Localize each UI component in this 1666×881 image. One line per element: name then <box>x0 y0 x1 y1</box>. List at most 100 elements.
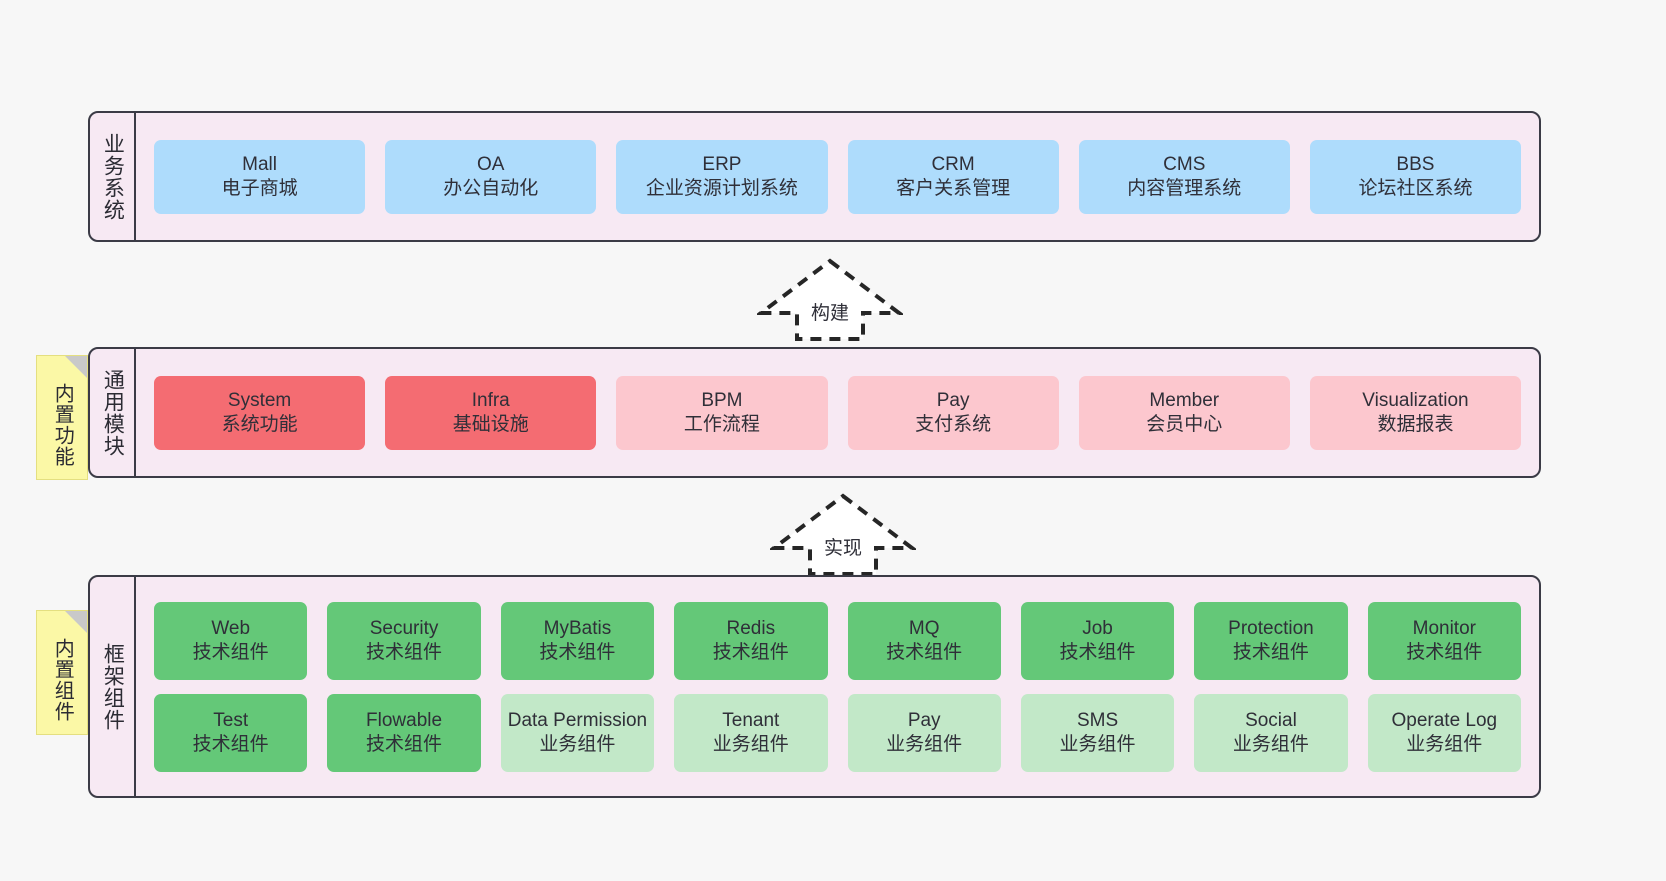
node-mq[interactable]: MQ 技术组件 <box>847 601 1001 680</box>
node-web[interactable]: Web 技术组件 <box>154 601 308 680</box>
node-pay-module-cn: 支付系统 <box>915 413 992 435</box>
node-tenant[interactable]: Tenant 业务组件 <box>674 693 828 772</box>
node-social-cn: 业务组件 <box>1232 733 1309 755</box>
node-erp-en: ERP <box>702 154 742 176</box>
layer-title-business-system: 业务系统 <box>90 113 136 240</box>
node-operate-log-cn: 业务组件 <box>1406 733 1483 755</box>
node-bbs-en: BBS <box>1396 154 1435 176</box>
node-bbs-cn: 论坛社区系统 <box>1358 177 1473 199</box>
sticky-note-built-in-features-label: 内置功能 <box>51 382 74 467</box>
node-system-cn: 系统功能 <box>221 413 298 435</box>
node-monitor[interactable]: Monitor 技术组件 <box>1367 601 1521 680</box>
node-bpm-cn: 工作流程 <box>683 413 760 435</box>
node-web-cn: 技术组件 <box>192 641 269 663</box>
node-pay-component[interactable]: Pay 业务组件 <box>847 693 1001 772</box>
node-pay-component-en: Pay <box>907 710 941 732</box>
node-member-cn: 会员中心 <box>1146 413 1223 435</box>
node-redis[interactable]: Redis 技术组件 <box>674 601 828 680</box>
node-bbs[interactable]: BBS 论坛社区系统 <box>1309 139 1522 214</box>
node-system[interactable]: System 系统功能 <box>154 375 366 450</box>
node-security-en: Security <box>369 618 439 640</box>
layer-body-common-module: System 系统功能 Infra 基础设施 BPM 工作流程 Pay 支付系统… <box>136 349 1539 476</box>
layer-business-system: 业务系统 Mall 电子商城 OA 办公自动化 ERP 企业资源计划系统 CRM <box>88 111 1541 242</box>
layer-title-framework-component: 框架组件 <box>90 577 136 796</box>
row-technical-components: Web 技术组件 Security 技术组件 MyBatis 技术组件 Redi… <box>154 601 1521 680</box>
sticky-note-built-in-components-label: 内置组件 <box>51 637 74 722</box>
node-visualization-en: Visualization <box>1362 390 1469 412</box>
node-job-en: Job <box>1082 618 1113 640</box>
node-redis-en: Redis <box>726 618 776 640</box>
node-monitor-en: Monitor <box>1412 618 1476 640</box>
node-mall-en: Mall <box>242 154 277 176</box>
node-flowable-en: Flowable <box>366 710 443 732</box>
layer-common-module: 通用模块 System 系统功能 Infra 基础设施 BPM 工作流程 Pay <box>88 347 1541 478</box>
connector-implement: 实现 <box>768 492 918 578</box>
node-sms-cn: 业务组件 <box>1059 733 1136 755</box>
node-tenant-cn: 业务组件 <box>712 733 789 755</box>
node-crm-en: CRM <box>931 154 975 176</box>
node-pay-module[interactable]: Pay 支付系统 <box>847 375 1059 450</box>
node-visualization-cn: 数据报表 <box>1377 413 1454 435</box>
node-cms-cn: 内容管理系统 <box>1127 177 1242 199</box>
node-operate-log[interactable]: Operate Log 业务组件 <box>1367 693 1521 772</box>
node-social[interactable]: Social 业务组件 <box>1194 693 1348 772</box>
layer-body-framework-component: Web 技术组件 Security 技术组件 MyBatis 技术组件 Redi… <box>136 577 1539 796</box>
node-mybatis-cn: 技术组件 <box>539 641 616 663</box>
node-crm-cn: 客户关系管理 <box>896 177 1011 199</box>
node-visualization[interactable]: Visualization 数据报表 <box>1309 375 1522 450</box>
node-protection[interactable]: Protection 技术组件 <box>1194 601 1348 680</box>
node-test[interactable]: Test 技术组件 <box>154 693 308 772</box>
connector-build-arrow-icon <box>755 258 905 341</box>
node-infra-cn: 基础设施 <box>452 413 529 435</box>
node-mall[interactable]: Mall 电子商城 <box>154 139 366 214</box>
node-cms-en: CMS <box>1163 154 1206 176</box>
node-flowable-cn: 技术组件 <box>366 733 443 755</box>
node-cms[interactable]: CMS 内容管理系统 <box>1078 139 1290 214</box>
connector-implement-arrow-icon <box>768 493 918 576</box>
sticky-note-built-in-components: 内置组件 <box>36 610 88 735</box>
node-protection-en: Protection <box>1228 618 1314 640</box>
row-business-systems: Mall 电子商城 OA 办公自动化 ERP 企业资源计划系统 CRM 客户关系… <box>154 139 1522 214</box>
node-security-cn: 技术组件 <box>366 641 443 663</box>
node-test-en: Test <box>213 710 249 732</box>
node-pay-module-en: Pay <box>936 390 970 412</box>
node-member-en: Member <box>1149 390 1220 412</box>
node-bpm[interactable]: BPM 工作流程 <box>616 375 828 450</box>
node-tenant-en: Tenant <box>722 710 780 732</box>
node-social-en: Social <box>1245 710 1297 732</box>
node-erp-cn: 企业资源计划系统 <box>645 177 798 199</box>
node-flowable[interactable]: Flowable 技术组件 <box>327 693 481 772</box>
layer-framework-component: 框架组件 Web 技术组件 Security 技术组件 MyBatis 技术组件… <box>88 575 1541 798</box>
node-infra[interactable]: Infra 基础设施 <box>385 375 597 450</box>
sticky-note-built-in-features: 内置功能 <box>36 355 88 480</box>
node-operate-log-en: Operate Log <box>1391 710 1498 732</box>
node-web-en: Web <box>211 618 251 640</box>
node-erp[interactable]: ERP 企业资源计划系统 <box>616 139 828 214</box>
node-pay-component-cn: 业务组件 <box>886 733 963 755</box>
node-system-en: System <box>227 390 292 412</box>
node-bpm-en: BPM <box>701 390 743 412</box>
row-common-modules: System 系统功能 Infra 基础设施 BPM 工作流程 Pay 支付系统… <box>154 375 1522 450</box>
node-job[interactable]: Job 技术组件 <box>1020 601 1175 680</box>
node-oa-cn: 办公自动化 <box>443 177 539 199</box>
connector-build: 构建 <box>755 257 905 343</box>
node-mybatis-en: MyBatis <box>543 618 612 640</box>
node-mybatis[interactable]: MyBatis 技术组件 <box>500 601 655 680</box>
node-data-permission-cn: 业务组件 <box>539 733 616 755</box>
node-job-cn: 技术组件 <box>1059 641 1136 663</box>
node-sms[interactable]: SMS 业务组件 <box>1020 693 1175 772</box>
node-redis-cn: 技术组件 <box>712 641 789 663</box>
node-security[interactable]: Security 技术组件 <box>327 601 481 680</box>
node-member[interactable]: Member 会员中心 <box>1078 375 1290 450</box>
node-mall-cn: 电子商城 <box>221 177 298 199</box>
row-business-components: Test 技术组件 Flowable 技术组件 Data Permission … <box>154 693 1521 772</box>
node-mq-cn: 技术组件 <box>886 641 963 663</box>
node-data-permission[interactable]: Data Permission 业务组件 <box>500 693 655 772</box>
node-data-permission-en: Data Permission <box>507 710 648 732</box>
node-oa[interactable]: OA 办公自动化 <box>385 139 597 214</box>
node-oa-en: OA <box>477 154 505 176</box>
node-crm[interactable]: CRM 客户关系管理 <box>847 139 1059 214</box>
node-infra-en: Infra <box>471 390 510 412</box>
node-test-cn: 技术组件 <box>192 733 269 755</box>
